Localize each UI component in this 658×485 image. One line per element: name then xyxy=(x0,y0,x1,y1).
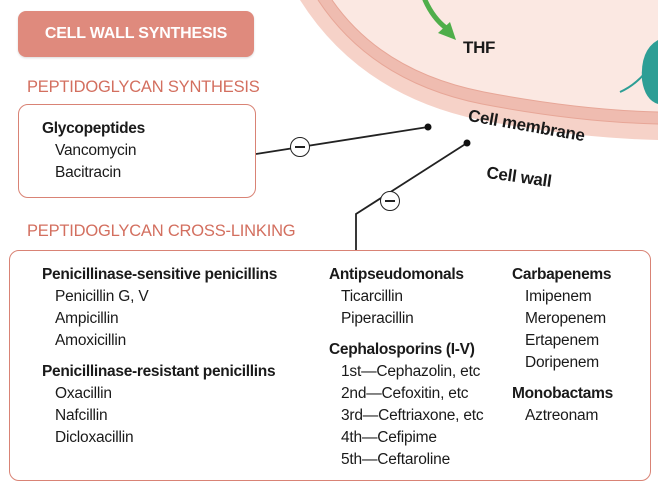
drug-cephalosporin-2nd: 2nd—Cefoxitin, etc xyxy=(341,385,469,402)
drug-imipenem: Imipenem xyxy=(525,288,592,305)
banner-title: CELL WALL SYNTHESIS xyxy=(44,25,228,42)
cephalosporins-category: Cephalosporins (I-V) xyxy=(329,341,475,358)
drug-vancomycin: Vancomycin xyxy=(55,142,137,159)
drug-dicloxacillin: Dicloxacillin xyxy=(55,429,134,446)
membrane-line-outer xyxy=(317,0,658,125)
green-arrow xyxy=(422,0,449,31)
drug-oxacillin: Oxacillin xyxy=(55,385,112,402)
drug-cephalosporin-4th: 4th—Cefipime xyxy=(341,429,437,446)
drug-cephalosporin-3rd: 3rd—Ceftriaxone, etc xyxy=(341,407,484,424)
drug-ticarcillin: Ticarcillin xyxy=(341,288,403,305)
crosslinking-box xyxy=(9,250,651,481)
drug-penicillin-gv: Penicillin G, V xyxy=(55,288,149,305)
antipseudomonals-category: Antipseudomonals xyxy=(329,266,464,283)
drug-bacitracin: Bacitracin xyxy=(55,164,122,181)
drug-piperacillin: Piperacillin xyxy=(341,310,414,327)
drug-cephalosporin-5th: 5th—Ceftaroline xyxy=(341,451,451,468)
drug-ertapenem: Ertapenem xyxy=(525,332,600,349)
inhibit-icon-crosslinking xyxy=(380,191,400,211)
teal-shape xyxy=(641,40,658,104)
wall-target-dot xyxy=(463,139,471,147)
teal-stroke xyxy=(619,71,647,93)
drug-nafcillin: Nafcillin xyxy=(55,407,108,424)
membrane-line-inner xyxy=(331,0,658,113)
synthesis-heading: PEPTIDOGLYCAN SYNTHESIS xyxy=(27,78,260,96)
monobactams-category: Monobactams xyxy=(512,385,613,402)
connector-crosslinking xyxy=(355,142,468,250)
section-banner: CELL WALL SYNTHESIS xyxy=(18,11,254,57)
carbapenems-category: Carbapenems xyxy=(512,266,612,283)
drug-doripenem: Doripenem xyxy=(525,354,600,371)
crosslinking-heading: PEPTIDOGLYCAN CROSS-LINKING xyxy=(27,222,296,240)
drug-ampicillin: Ampicillin xyxy=(55,310,119,327)
pen-resistant-category: Penicillinase-resistant penicillins xyxy=(42,363,276,380)
green-arrowhead xyxy=(438,22,456,40)
glycopeptides-category: Glycopeptides xyxy=(42,120,145,137)
pen-sensitive-category: Penicillinase-sensitive penicillins xyxy=(42,266,278,283)
thf-label: THF xyxy=(463,38,496,57)
drug-amoxicillin: Amoxicillin xyxy=(55,332,127,349)
synthesis-box xyxy=(18,104,256,198)
membrane-target-dot xyxy=(424,123,432,131)
connector-synthesis xyxy=(255,126,429,155)
drug-meropenem: Meropenem xyxy=(525,310,606,327)
cell-interior xyxy=(332,0,658,112)
drug-aztreonam: Aztreonam xyxy=(525,407,599,424)
drug-cephalosporin-1st: 1st—Cephazolin, etc xyxy=(341,363,481,380)
inhibit-icon-synthesis xyxy=(290,137,310,157)
